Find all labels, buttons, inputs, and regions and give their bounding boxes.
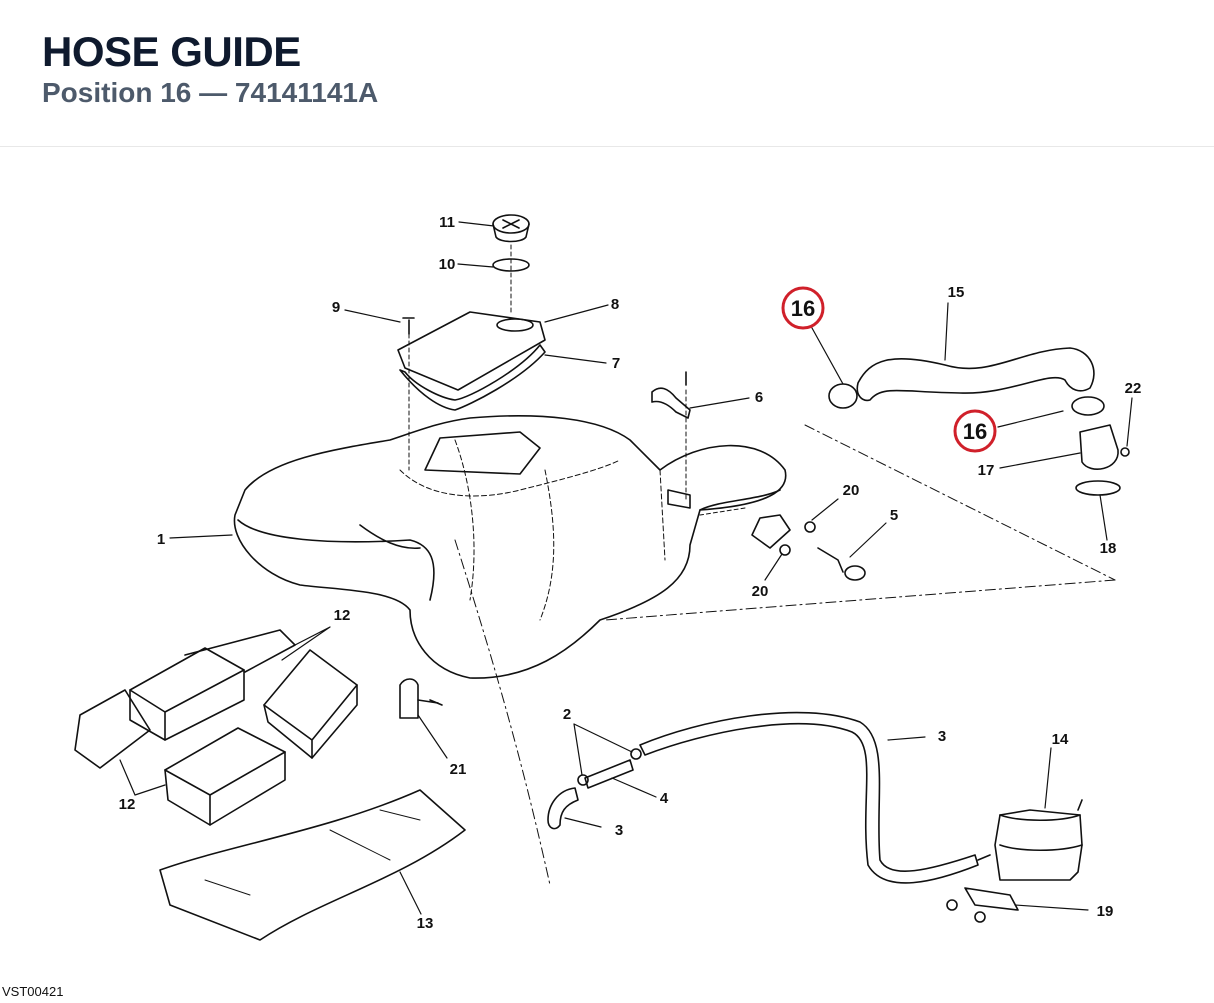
bracket-part: [651, 371, 691, 509]
callout-18: 18: [1100, 540, 1117, 557]
callout-20-upper: 20: [843, 482, 860, 499]
callout-22: 22: [1125, 380, 1142, 397]
callout-17: 17: [978, 462, 995, 479]
callout-11: 11: [439, 214, 455, 231]
callout-20-lower: 20: [752, 583, 769, 600]
callout-12-lower: 12: [119, 796, 136, 813]
callout-14: 14: [1052, 731, 1069, 748]
callout-7: 7: [612, 355, 620, 372]
callout-9: 9: [332, 299, 340, 316]
callout-3-upper: 3: [938, 728, 946, 745]
screw-part: [402, 317, 415, 471]
clip-part: [399, 678, 443, 719]
sender-unit-part: [699, 507, 866, 581]
callout-8: 8: [611, 296, 619, 313]
filler-cap-part: [492, 214, 530, 313]
callout-4: 4: [660, 790, 669, 807]
cover-plate-part: [397, 311, 546, 411]
canister-part: [946, 799, 1083, 923]
callout-12-upper: 12: [334, 607, 351, 624]
highlight-label-16-lower: 16: [963, 419, 987, 444]
callout-10: 10: [439, 256, 456, 273]
callout-13: 13: [417, 915, 434, 932]
page-title: HOSE GUIDE: [42, 28, 301, 75]
hose-assembly-part: [604, 347, 1130, 621]
highlight-callout-16-lower[interactable]: 16: [953, 409, 997, 453]
page-header: HOSE GUIDE Position 16 — 74141141A: [0, 0, 1214, 147]
callout-15: 15: [948, 284, 965, 301]
callout-1: 1: [157, 531, 165, 548]
callout-19: 19: [1097, 903, 1114, 920]
highlight-callout-16-upper[interactable]: 16: [781, 286, 825, 330]
callout-6: 6: [755, 389, 763, 406]
reference-code: VST00421: [2, 984, 64, 999]
fuel-tank-part: [233, 415, 787, 679]
callout-5: 5: [890, 507, 898, 524]
leader-lines: [119, 221, 1133, 915]
callout-3-lower: 3: [615, 822, 623, 839]
mat-part: [159, 789, 466, 941]
page-subtitle: Position 16 — 74141141A: [42, 77, 379, 108]
callout-2: 2: [563, 706, 571, 723]
callout-21: 21: [450, 761, 467, 778]
vent-hose-part: [454, 539, 979, 886]
highlight-label-16-upper: 16: [791, 296, 815, 321]
pads-part: [74, 629, 358, 826]
